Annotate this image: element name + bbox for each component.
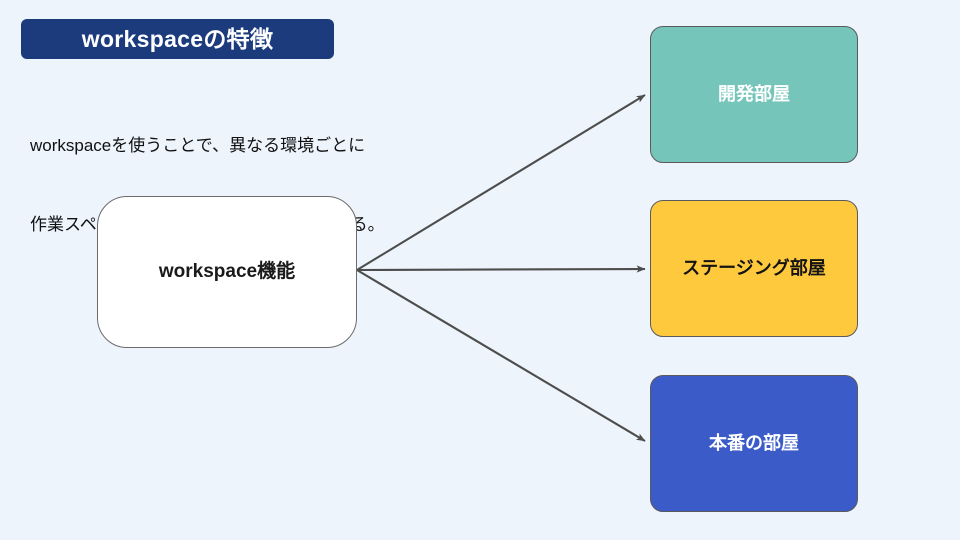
dev-room-node[interactable]: 開発部屋 bbox=[650, 26, 858, 163]
staging-room-node[interactable]: ステージング部屋 bbox=[650, 200, 858, 337]
page-title: workspaceの特徴 bbox=[81, 25, 274, 52]
description-line-1: workspaceを使うことで、異なる環境ごとに bbox=[30, 135, 366, 155]
page-title-badge: workspaceの特徴 bbox=[21, 19, 334, 59]
prod-room-node-label: 本番の部屋 bbox=[709, 432, 799, 453]
workspace-node[interactable]: workspace機能 bbox=[97, 196, 357, 348]
prod-room-node[interactable]: 本番の部屋 bbox=[650, 375, 858, 512]
staging-room-node-label: ステージング部屋 bbox=[682, 257, 826, 278]
dev-room-node-label: 開発部屋 bbox=[718, 83, 790, 104]
workspace-node-label: workspace機能 bbox=[158, 260, 296, 282]
arrow-to-prod bbox=[356, 269, 646, 442]
